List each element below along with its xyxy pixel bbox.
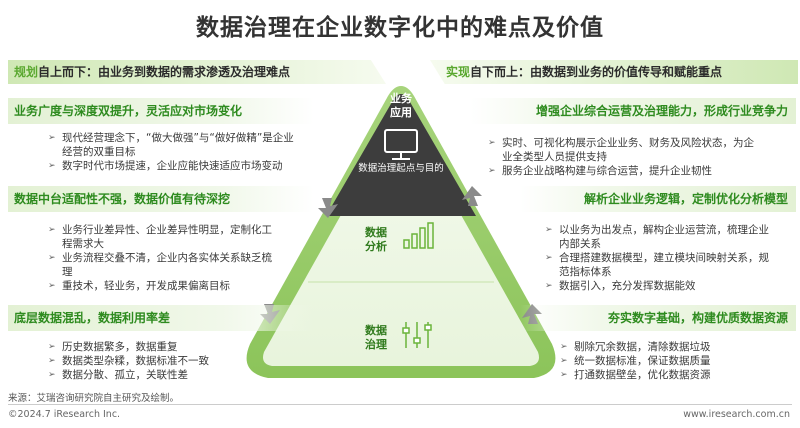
right-section-heading: 增强企业综合运营及治理能力，形成行业竞争力 [470,98,796,124]
list-item: 数据分散、孤立，关联性差 [48,368,280,382]
banner-implementation: 实现自下而上：由数据到业务的价值传导和赋能重点 [430,60,798,84]
list-item: 业务行业差异性、企业差异性明显，定制化工程需求大 [48,223,280,251]
list-item: 剔除冗余数据，清除数据垃圾 [560,340,770,354]
banner-planning: 规划自上而下：由业务到数据的需求渗透及治理难点 [8,60,386,84]
copyright: ©2024.7 iResearch Inc. [8,409,121,420]
monitor-icon [384,129,418,160]
footer-divider [8,404,792,405]
list-item: 现代经营理念下，“做大做强”与“做好做精”是企业经营的双重目标 [48,131,298,159]
up-arrow-icon [462,186,482,206]
list-item: 历史数据繁多，数据重复 [48,340,280,354]
list-item: 业务流程交叠不清，企业内各实体关系缺乏梳理 [48,251,280,279]
analysis-label: 数据 分析 [365,226,387,253]
pyramid-diagram [246,86,556,378]
right-section-list: 以业务为出发点，解构企业运营流，梳理企业内部关系 合理搭建数据模型，建立模块间映… [545,223,771,293]
left-section-heading: 底层数据混乱，数据利用率差 [8,305,314,331]
apex-caption: 数据治理起点与目的 [358,163,444,174]
left-section-heading: 业务广度与深度双提升，灵活应对市场变化 [8,98,314,124]
list-item: 重技术，轻业务，开发成果偏离目标 [48,279,280,293]
list-item: 统一数据标准，保证数据质量 [560,354,770,368]
banner-implementation-key: 实现 [446,65,471,79]
pyramid-inner-area [263,108,539,366]
right-section-list: 剔除冗余数据，清除数据垃圾 统一数据标准，保证数据质量 打通数据壁垒，优化数据资… [560,340,770,382]
left-section-list: 现代经营理念下，“做大做强”与“做好做精”是企业经营的双重目标 数字时代市场提速… [48,131,298,173]
right-section-list: 实时、可视化构展示企业业务、财务及风险状态，为企业全类型人员提供支持 服务企业战… [488,136,758,178]
left-section-list: 历史数据繁多，数据重复 数据类型杂糅，数据标准不一致 数据分散、孤立，关联性差 [48,340,280,382]
list-item: 数据类型杂糅，数据标准不一致 [48,354,280,368]
list-item: 实时、可视化构展示企业业务、财务及风险状态，为企业全类型人员提供支持 [488,136,758,164]
left-section-heading: 数据中台适配性不强，数据价值有待深挖 [8,186,314,212]
list-item: 以业务为出发点，解构企业运营流，梳理企业内部关系 [545,223,771,251]
left-section-list: 业务行业差异性、企业差异性明显，定制化工程需求大 业务流程交叠不清，企业内各实体… [48,223,280,293]
list-item: 数据引入，充分发挥数据能效 [545,279,771,293]
banner-planning-text: 自上而下：由业务到数据的需求渗透及治理难点 [38,65,291,79]
page-title: 数据治理在企业数字化中的难点及价值 [196,15,604,41]
list-item: 数字时代市场提速，企业应能快速适应市场变动 [48,159,298,173]
list-item: 打通数据壁垒，优化数据资源 [560,368,770,382]
source-note: 来源：艾瑞咨询研究院自主研究及绘制。 [8,393,180,404]
list-item: 合理搭建数据模型，建立模块间映射关系，规范指标体系 [545,251,771,279]
banner-planning-key: 规划 [14,65,39,79]
website-link[interactable]: www.iresearch.com.cn [683,409,790,420]
bar-chart-icon [403,222,434,249]
right-section-heading: 解析企业业务逻辑，定制优化分析模型 [520,186,796,212]
down-arrow-icon [318,198,338,218]
apex-label: 业务 应用 [390,92,412,119]
sliders-icon [402,322,432,348]
governance-label: 数据 治理 [365,324,387,351]
banner-implementation-text: 自下而上：由数据到业务的价值传导和赋能重点 [470,65,723,79]
right-section-heading: 夯实数字基础，构建优质数据资源 [520,305,796,331]
list-item: 服务企业战略构建与综合运营，提升企业韧性 [488,164,758,178]
